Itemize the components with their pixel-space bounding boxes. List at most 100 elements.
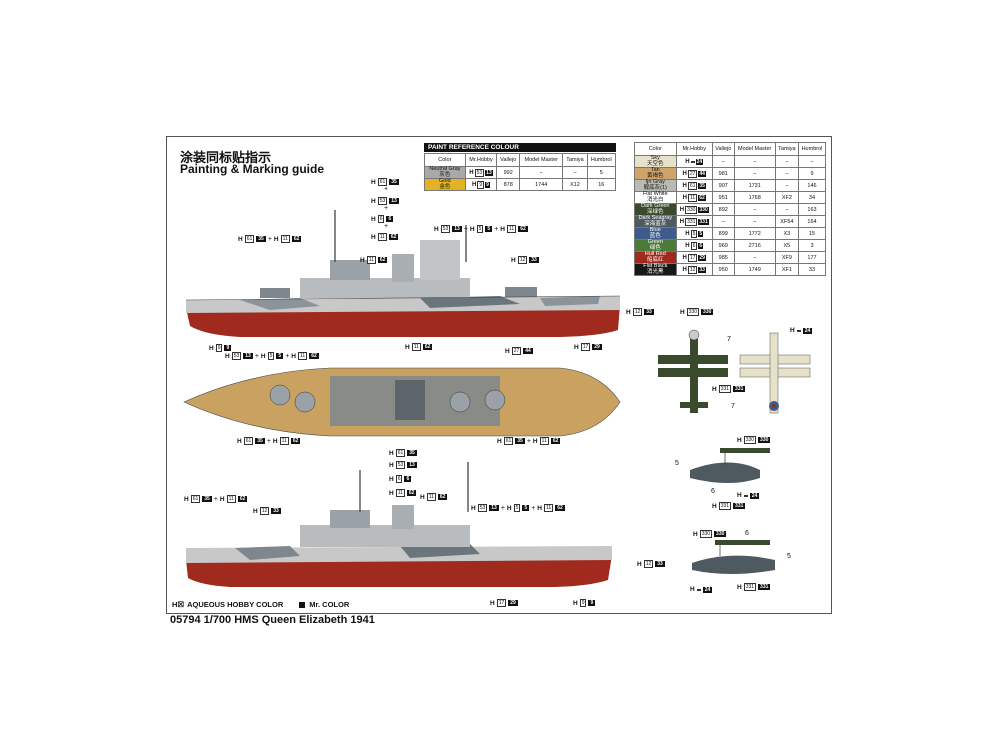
color-name-cn: 消光黑 <box>647 268 664 275</box>
color-name: Green <box>647 239 663 245</box>
paint-code-humbrol: 16 <box>586 178 617 191</box>
legend-mr-color: Mr. COLOR <box>299 600 349 609</box>
color-name-cn: 消光白 <box>647 196 664 203</box>
paint-code-humbrol: 33 <box>797 263 827 276</box>
aircraft-side-lower <box>692 540 775 574</box>
marking-number-6b: 6 <box>745 530 749 537</box>
ship-top-view <box>183 367 621 437</box>
color-name-cn: 船底红 <box>647 256 664 263</box>
color-name-cn: 天空色 <box>647 160 664 167</box>
color-name-cn: 舰底灰(1) <box>643 184 667 191</box>
color-name: Tan <box>650 167 660 173</box>
color-name: Neutral Gray <box>429 166 461 172</box>
plus-sign: + <box>384 186 389 193</box>
marking-number-5b: 5 <box>787 553 791 560</box>
marking-number-7b: 7 <box>731 403 735 410</box>
black-square-icon <box>299 602 306 609</box>
aircraft-top-dark <box>658 329 728 413</box>
legend: H☒AQUEOUS HOBBY COLOR Mr. COLOR <box>172 600 349 609</box>
color-name-cn: 黄褐色 <box>647 172 664 179</box>
color-name: Blue <box>649 227 661 233</box>
color-name-cn: 深绿色 <box>647 208 664 215</box>
paint-code-tamiya: XF1 <box>774 263 799 276</box>
paint-code-tamiya: X12 <box>562 178 588 191</box>
marking-number-7a: 7 <box>727 336 731 343</box>
color-name: Sky <box>650 155 660 161</box>
ship-side-profile-bottom <box>186 462 612 587</box>
color-name: Flat Black <box>643 263 668 269</box>
product-footer: 05794 1/700 HMS Queen Elizabeth 1941 <box>170 614 375 626</box>
paint-code-humbrol: 177 <box>797 251 827 264</box>
paint-code-mm: 1749 <box>733 263 776 276</box>
color-name: Hull Red <box>644 251 666 257</box>
marking-number-5a: 5 <box>675 460 679 467</box>
color-name-cn: 蓝色 <box>649 232 661 239</box>
color-name: Gold <box>439 178 451 184</box>
color-name-cn: 金色 <box>439 183 451 190</box>
plus-sign: + <box>384 223 389 230</box>
column-header: Humbrol <box>586 153 617 167</box>
title-english: Painting & Marking guide <box>180 162 325 176</box>
color-name-cn: 深海蓝灰 <box>644 220 667 227</box>
aircraft-side-upper <box>690 448 770 483</box>
color-name-cn: 绿色 <box>649 244 661 251</box>
color-name: Dark Seagray <box>638 215 673 221</box>
color-name-cn: 灰色 <box>439 171 451 178</box>
color-name: Dark Green <box>641 203 670 209</box>
aircraft-top-light <box>739 332 811 414</box>
ship-side-profile-top <box>185 210 621 337</box>
